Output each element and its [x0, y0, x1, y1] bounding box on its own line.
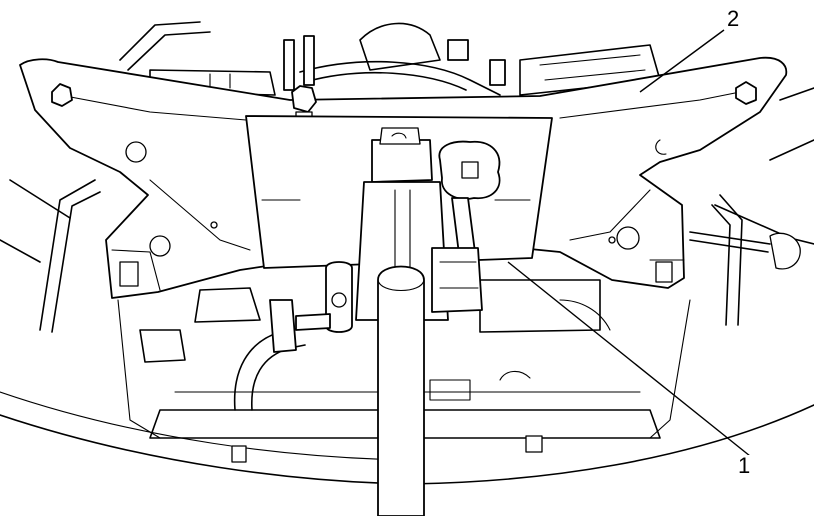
callout-label-2: 2 [726, 6, 741, 31]
engine-bay-background [0, 21, 814, 485]
leader-line-2 [639, 29, 725, 93]
steering-column [377, 265, 425, 516]
callout-label-1: 1 [737, 453, 752, 478]
leader-line-1 [507, 261, 751, 457]
